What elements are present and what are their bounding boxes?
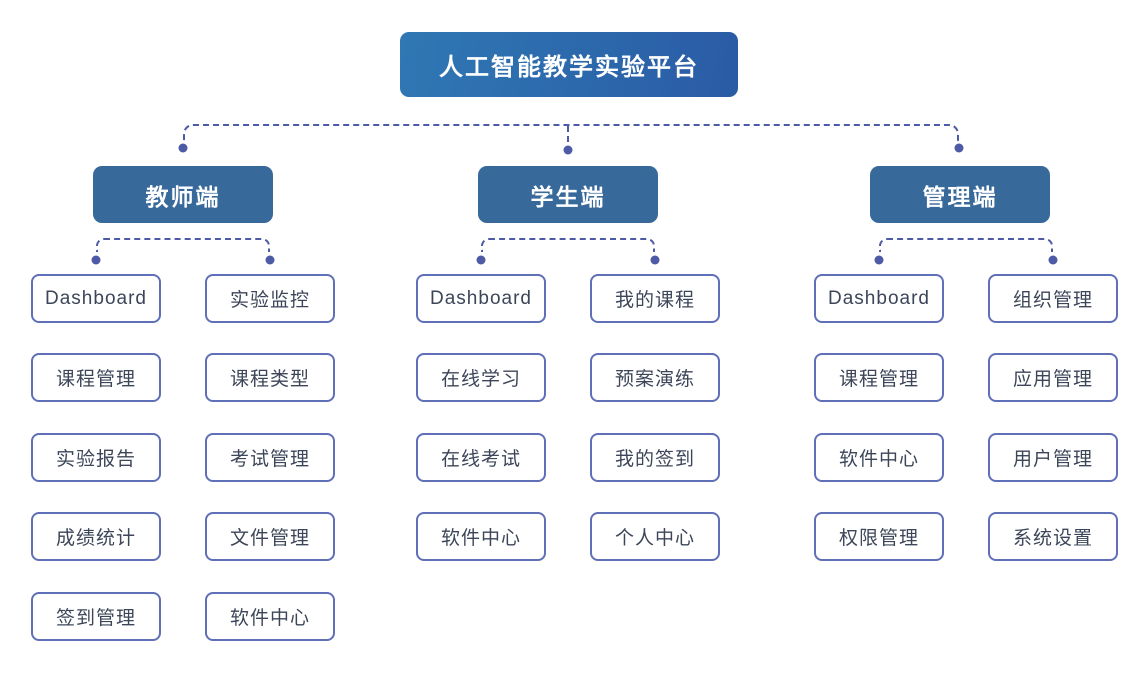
connector-teacher-children (96, 238, 270, 252)
node-admin-app-mgmt: 应用管理 (988, 353, 1118, 402)
node-student-profile-center: 个人中心 (590, 512, 720, 561)
node-student-software-center: 软件中心 (416, 512, 546, 561)
node-teacher-lab-report: 实验报告 (31, 433, 161, 482)
node-student-dashboard: Dashboard (416, 274, 546, 323)
node-admin-dashboard: Dashboard (814, 274, 944, 323)
node-teacher-course-mgmt: 课程管理 (31, 353, 161, 402)
node-student-my-signin: 我的签到 (590, 433, 720, 482)
connector-dot (563, 145, 573, 155)
connector-student-children (481, 238, 655, 252)
node-student-my-courses: 我的课程 (590, 274, 720, 323)
connector-center-stub (567, 126, 569, 142)
root-node: 人工智能教学实验平台 (400, 32, 738, 97)
connector-dot (476, 255, 486, 265)
connector-dot (954, 143, 964, 153)
node-teacher-course-type: 课程类型 (205, 353, 335, 402)
branch-node-student: 学生端 (478, 166, 658, 223)
branch-node-teacher: 教师端 (93, 166, 273, 223)
connector-dot (650, 255, 660, 265)
node-teacher-software-center: 软件中心 (205, 592, 335, 641)
connector-dot (91, 255, 101, 265)
branch-node-admin: 管理端 (870, 166, 1050, 223)
node-admin-course-mgmt: 课程管理 (814, 353, 944, 402)
node-admin-perm-mgmt: 权限管理 (814, 512, 944, 561)
node-teacher-file-mgmt: 文件管理 (205, 512, 335, 561)
node-teacher-dashboard: Dashboard (31, 274, 161, 323)
node-student-drill: 预案演练 (590, 353, 720, 402)
connector-dot (265, 255, 275, 265)
node-teacher-exam-mgmt: 考试管理 (205, 433, 335, 482)
node-admin-software-center: 软件中心 (814, 433, 944, 482)
node-student-online-learning: 在线学习 (416, 353, 546, 402)
node-admin-user-mgmt: 用户管理 (988, 433, 1118, 482)
node-student-online-exam: 在线考试 (416, 433, 546, 482)
node-teacher-signin-mgmt: 签到管理 (31, 592, 161, 641)
connector-dot (1048, 255, 1058, 265)
node-admin-org-mgmt: 组织管理 (988, 274, 1118, 323)
node-teacher-grade-stats: 成绩统计 (31, 512, 161, 561)
node-admin-sys-settings: 系统设置 (988, 512, 1118, 561)
connector-dot (178, 143, 188, 153)
node-teacher-lab-monitor: 实验监控 (205, 274, 335, 323)
connector-dot (874, 255, 884, 265)
connector-root-branches (183, 124, 959, 141)
connector-admin-children (879, 238, 1053, 252)
